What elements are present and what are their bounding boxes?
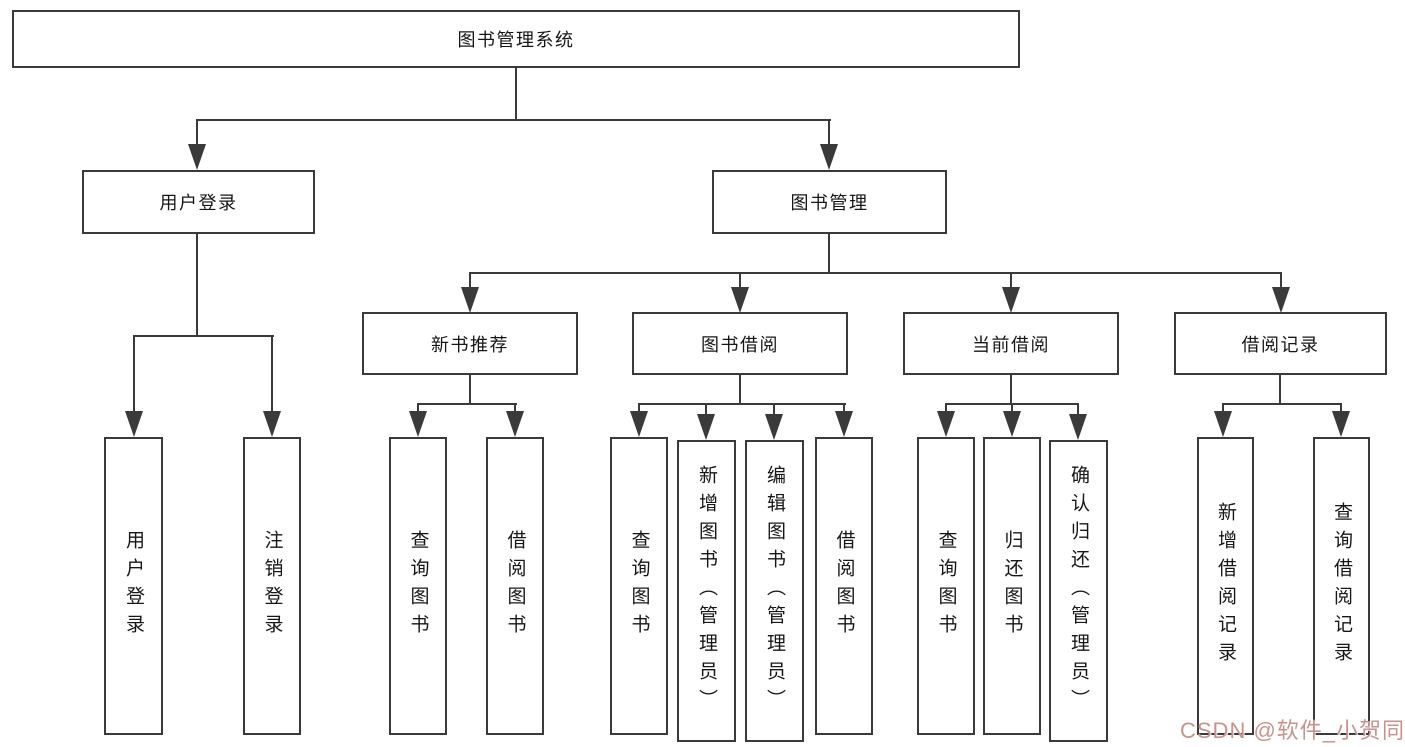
connector-line [828, 119, 830, 148]
node-user-login-group: 用户登录 [82, 170, 315, 234]
arrow-down-icon [1002, 287, 1020, 313]
node-label: 归还图书 [1001, 530, 1023, 642]
connector-line [133, 335, 135, 413]
arrow-down-icon [1069, 414, 1087, 440]
connector-line [739, 375, 741, 405]
connector-line [469, 272, 471, 290]
connector-line [1010, 375, 1012, 405]
node-label: 当前借阅 [972, 334, 1050, 355]
connector-line [638, 403, 640, 415]
node-bb-search-books: 查询图书 [610, 437, 668, 735]
arrow-down-icon [1003, 411, 1021, 437]
arrow-down-icon [731, 287, 749, 313]
node-label: 确认归还（管理员） [1068, 465, 1089, 717]
node-bb-add-books-admin: 新增图书（管理员） [677, 440, 736, 742]
watermark: CSDN @软件_小贺同学 [1180, 718, 1405, 743]
node-label: 图书管理系统 [457, 30, 575, 50]
node-root: 图书管理系统 [12, 10, 1020, 68]
connector-line [1279, 375, 1281, 405]
node-label: 图书借阅 [701, 334, 779, 355]
node-current-borrow: 当前借阅 [903, 312, 1119, 375]
connector-line [514, 403, 516, 415]
node-label: 查询图书 [407, 530, 429, 642]
node-label: 借阅图书 [833, 530, 855, 642]
node-logout: 注销登录 [243, 437, 301, 735]
node-cb-confirm-return-admin: 确认归还（管理员） [1049, 440, 1108, 742]
node-nb-borrow-books: 借阅图书 [486, 437, 544, 735]
arrow-down-icon [697, 414, 715, 440]
connector-line [196, 234, 198, 337]
connector-line [638, 403, 846, 405]
node-bb-edit-books-admin: 编辑图书（管理员） [745, 440, 804, 742]
connector-line [271, 335, 273, 413]
connector-line [196, 119, 198, 148]
arrow-down-icon [263, 411, 281, 437]
arrow-down-icon [1272, 287, 1290, 313]
node-label: 查询图书 [935, 530, 957, 642]
arrow-down-icon [188, 144, 206, 170]
node-user-login: 用户登录 [104, 437, 163, 735]
connector-line [1077, 403, 1079, 417]
connector-line [417, 403, 419, 415]
node-label: 注销登录 [261, 530, 283, 642]
connector-line [1222, 403, 1342, 405]
node-label: 新增图书（管理员） [696, 465, 717, 717]
node-label: 用户登录 [123, 530, 144, 642]
node-cb-search-books: 查询图书 [917, 437, 975, 735]
connector-line [469, 375, 471, 405]
node-label: 新书推荐 [431, 334, 509, 355]
node-borrow-records: 借阅记录 [1174, 312, 1387, 375]
node-book-management: 图书管理 [712, 170, 947, 234]
connector-line [828, 234, 830, 274]
connector-line [1011, 403, 1013, 415]
connector-line [1280, 272, 1282, 290]
arrow-down-icon [937, 411, 955, 437]
arrow-down-icon [1214, 411, 1232, 437]
node-new-book-recommend: 新书推荐 [362, 312, 578, 375]
connector-line [469, 272, 1282, 274]
connector-line [133, 335, 274, 337]
node-br-add-record: 新增借阅记录 [1197, 437, 1254, 735]
connector-line [1010, 272, 1012, 290]
connector-line [1340, 403, 1342, 415]
arrow-down-icon [1332, 411, 1350, 437]
arrow-down-icon [506, 411, 524, 437]
node-cb-return-books: 归还图书 [983, 437, 1041, 735]
arrow-down-icon [125, 411, 143, 437]
node-label: 借阅图书 [504, 530, 526, 642]
arrow-down-icon [765, 414, 783, 440]
arrow-down-icon [835, 411, 853, 437]
connector-line [945, 403, 947, 415]
node-label: 图书管理 [790, 193, 869, 213]
arrow-down-icon [409, 411, 427, 437]
node-book-borrow: 图书借阅 [632, 312, 848, 375]
arrow-down-icon [461, 287, 479, 313]
node-nb-search-books: 查询图书 [389, 437, 447, 735]
node-label: 借阅记录 [1241, 334, 1320, 355]
node-label: 新增借阅记录 [1215, 502, 1236, 670]
connector-line [515, 68, 517, 120]
connector-line [773, 403, 775, 417]
node-label: 查询借阅记录 [1331, 502, 1352, 670]
node-br-search-record: 查询借阅记录 [1313, 437, 1370, 735]
node-label: 查询图书 [628, 530, 650, 642]
node-bb-borrow-books: 借阅图书 [815, 437, 873, 735]
node-label: 编辑图书（管理员） [764, 465, 785, 717]
connector-line [417, 403, 517, 405]
connector-line [196, 119, 831, 121]
arrow-down-icon [630, 411, 648, 437]
connector-line [843, 403, 845, 415]
connector-line [739, 272, 741, 290]
connector-line [705, 403, 707, 417]
arrow-down-icon [820, 144, 838, 170]
node-label: 用户登录 [159, 193, 238, 213]
connector-line [1222, 403, 1224, 415]
